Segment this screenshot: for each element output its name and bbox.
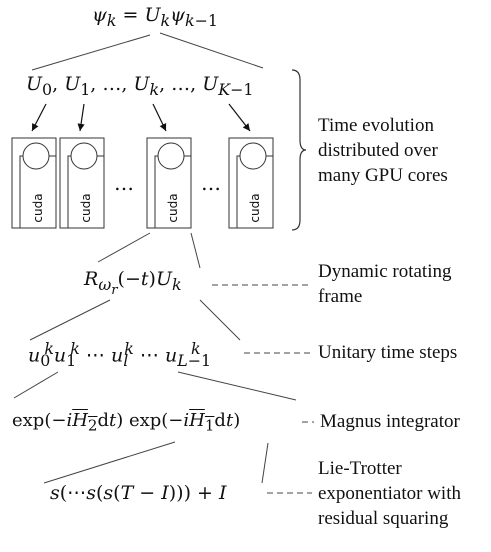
label-line: exponentiator with xyxy=(318,483,461,504)
equation-operators: U0, U1, …, Uk, …, UK−1 xyxy=(26,73,254,99)
arrow-u0 xyxy=(31,103,47,132)
equation-magnus: exp(−iH2dt) exp(−iH1dt) xyxy=(12,410,241,435)
tree-line xyxy=(29,299,111,341)
gpu-chip-2: cuda xyxy=(59,137,105,229)
equation-unitary-steps: u0ku1k ⋯ ulk ⋯ uL−1k xyxy=(28,339,212,371)
label-line: Lie-Trotter xyxy=(318,458,402,479)
tree-line xyxy=(97,232,151,263)
arrow-uk xyxy=(152,103,167,132)
tree-line xyxy=(31,34,151,71)
label-line: Dynamic rotating xyxy=(318,261,452,282)
arrow-uK xyxy=(228,103,251,132)
arrow-u1 xyxy=(77,103,85,132)
gpu-chip-label: cuda xyxy=(248,193,262,222)
label-line: distributed over xyxy=(318,140,438,161)
label-unitary-steps: Unitary time steps xyxy=(318,340,457,365)
gpu-chip-1: cuda xyxy=(11,137,57,229)
gpu-ellipsis-2: … xyxy=(201,171,221,195)
label-time-evolution: Time evolution distributed over many GPU… xyxy=(318,113,448,188)
tree-line xyxy=(190,232,201,269)
label-line: Time evolution xyxy=(318,115,434,136)
curly-brace xyxy=(291,69,307,231)
gpu-chip-label: cuda xyxy=(166,193,180,222)
label-line: many GPU cores xyxy=(318,165,448,186)
gpu-chip-label: cuda xyxy=(79,193,93,222)
gpu-chip-label: cuda xyxy=(31,193,45,222)
label-magnus: Magnus integrator xyxy=(320,409,460,434)
equation-lie-trotter: s(⋯s(s(T − I))) + I xyxy=(50,482,227,504)
equation-rotating-frame: Rωr(−t)Uk xyxy=(84,268,182,298)
label-lie-trotter: Lie-Trotter exponentiator with residual … xyxy=(318,456,461,531)
label-line: Magnus integrator xyxy=(320,411,460,432)
tree-line xyxy=(13,371,59,399)
gpu-ellipsis-1: … xyxy=(114,171,134,195)
tree-line xyxy=(199,299,241,341)
tree-line xyxy=(177,371,297,401)
label-line: frame xyxy=(318,286,363,307)
label-rotating-frame: Dynamic rotating frame xyxy=(318,259,452,309)
tree-line xyxy=(261,442,269,484)
gpu-chip-4: cuda xyxy=(228,137,274,229)
tree-line xyxy=(159,32,264,69)
label-line: residual squaring xyxy=(318,508,449,529)
gpu-chip-3: cuda xyxy=(146,137,192,229)
label-line: Unitary time steps xyxy=(318,342,458,363)
equation-top: ψk = Ukψk−1 xyxy=(92,4,218,30)
tree-line xyxy=(43,441,176,484)
